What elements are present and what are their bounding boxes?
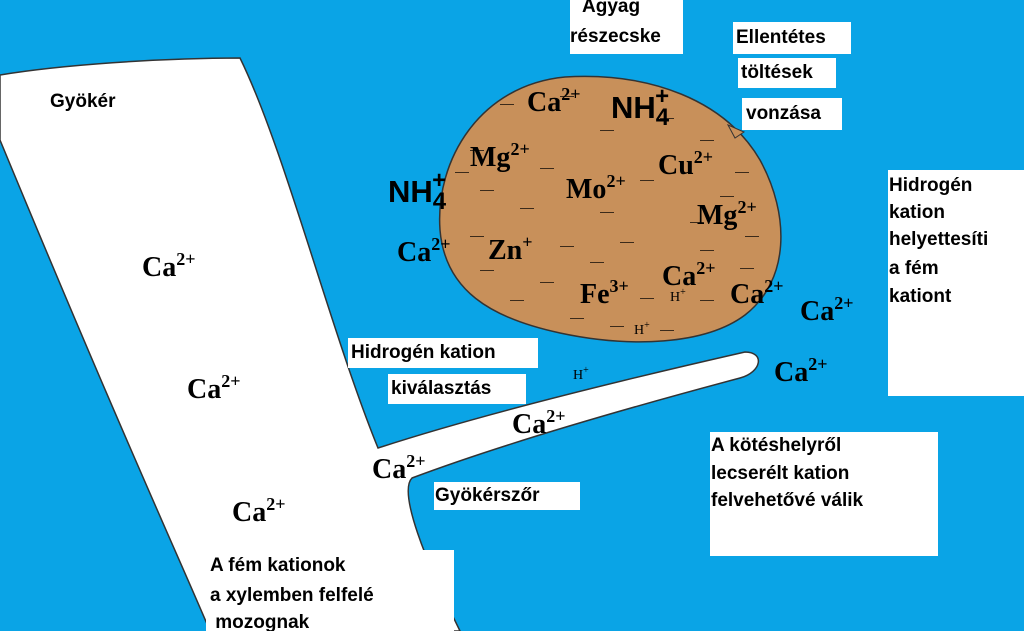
label-gyokerszor: Gyökérszőr bbox=[435, 485, 540, 506]
label-hidrogen-1: Hidrogén bbox=[889, 175, 973, 196]
label-box-hidrogen-kation bbox=[348, 338, 538, 368]
negative-charge-dash bbox=[660, 330, 674, 331]
negative-charge-dash bbox=[600, 130, 614, 131]
label-box-gyokerszor bbox=[434, 482, 580, 510]
ion-ca-right-2: Ca2+ bbox=[800, 293, 854, 327]
negative-charge-dash bbox=[735, 172, 749, 173]
label-box-femkation bbox=[206, 550, 454, 631]
ion-cu-clay: Cu2+ bbox=[658, 147, 714, 181]
negative-charge-dash bbox=[455, 172, 469, 173]
ion-fe-clay: Fe3+ bbox=[580, 276, 629, 310]
negative-charge-dash bbox=[540, 168, 554, 169]
negative-charge-dash bbox=[620, 242, 634, 243]
label-xylemben: a xylemben felfelé bbox=[210, 585, 374, 606]
label-mozognak: mozognak bbox=[210, 612, 310, 631]
ion-nh4-clay: NH4+ bbox=[611, 83, 670, 131]
negative-charge-dash bbox=[510, 300, 524, 301]
label-box-ellentetes bbox=[733, 22, 851, 54]
negative-charge-dash bbox=[700, 300, 714, 301]
negative-charge-dash bbox=[640, 180, 654, 181]
negative-charge-dash bbox=[660, 118, 674, 119]
label-lecserelt: lecserélt kation bbox=[711, 463, 850, 484]
negative-charge-dash bbox=[640, 298, 654, 299]
negative-charge-dash bbox=[745, 236, 759, 237]
ion-mg-clay-right: Mg2+ bbox=[697, 197, 757, 231]
negative-charge-dash bbox=[600, 212, 614, 213]
label-box-toltesek bbox=[738, 58, 836, 88]
ion-mg-clay-left: Mg2+ bbox=[470, 139, 530, 173]
ion-nh4-left: NH4+ bbox=[388, 167, 447, 215]
label-helyettesiti: helyettesíti bbox=[889, 229, 989, 250]
negative-charge-dash bbox=[470, 150, 484, 151]
ion-h-clay-2: H+ bbox=[634, 320, 650, 339]
ion-ca-root-1: Ca2+ bbox=[142, 249, 196, 283]
label-box-agyag bbox=[570, 0, 683, 54]
ion-ca-right-3: Ca2+ bbox=[774, 354, 828, 388]
negative-charge-dash bbox=[480, 190, 494, 191]
ion-ca-junction: Ca2+ bbox=[372, 451, 426, 485]
ion-mo-clay: Mo2+ bbox=[566, 171, 626, 205]
label-felvehetove: felvehetővé válik bbox=[711, 490, 864, 511]
ion-h-free: H+ bbox=[573, 365, 589, 384]
negative-charge-dash bbox=[500, 104, 514, 105]
label-gyoker: Gyökér bbox=[50, 91, 116, 112]
ion-ca-left-of-clay: Ca2+ bbox=[397, 234, 451, 268]
clay-notch bbox=[726, 123, 746, 139]
label-hidrogen-kation: Hidrogén kation bbox=[351, 342, 496, 363]
ion-h-clay-1: H+ bbox=[670, 287, 686, 306]
ion-ca-right-1: Ca2+ bbox=[730, 276, 784, 310]
negative-charge-dash bbox=[520, 208, 534, 209]
negative-charge-dash bbox=[720, 196, 734, 197]
negative-charge-dash bbox=[700, 250, 714, 251]
label-box-kotes bbox=[710, 432, 938, 556]
negative-charge-dash bbox=[740, 268, 754, 269]
negative-charge-dash bbox=[560, 246, 574, 247]
label-reszecske: részecske bbox=[570, 26, 661, 47]
label-box-hidrogen-helyettesiti bbox=[888, 170, 1024, 396]
ion-ca-clay-top: Ca2+ bbox=[527, 84, 581, 118]
ion-ca-root-2: Ca2+ bbox=[187, 371, 241, 405]
negative-charge-dash bbox=[610, 326, 624, 327]
label-box-vonzasa bbox=[742, 98, 842, 130]
label-box-kivalasztas bbox=[388, 374, 526, 404]
ion-ca-clay-bottom: Ca2+ bbox=[662, 258, 716, 292]
negative-charge-dash bbox=[700, 140, 714, 141]
label-kation-1: kation bbox=[889, 202, 945, 223]
label-vonzasa: vonzása bbox=[746, 103, 821, 124]
label-agyag: Agyag bbox=[582, 0, 641, 17]
negative-charge-dash bbox=[590, 262, 604, 263]
label-kationt: kationt bbox=[889, 286, 952, 307]
negative-charge-dash bbox=[560, 96, 574, 97]
negative-charge-dash bbox=[570, 318, 584, 319]
label-toltesek: töltések bbox=[741, 62, 813, 83]
root-shape bbox=[0, 57, 759, 631]
ion-ca-roothair: Ca2+ bbox=[512, 406, 566, 440]
label-kivalasztas: kiválasztás bbox=[391, 378, 492, 399]
negative-charge-dash bbox=[690, 222, 704, 223]
label-koteshelyrol: A kötéshelyről bbox=[711, 435, 842, 456]
negative-charge-dash bbox=[540, 282, 554, 283]
ion-zn-clay: Zn+ bbox=[488, 232, 533, 266]
negative-charge-dash bbox=[480, 270, 494, 271]
ion-ca-root-3: Ca2+ bbox=[232, 494, 286, 528]
label-a-fem: a fém bbox=[889, 258, 939, 279]
label-fem-kationok: A fém kationok bbox=[210, 555, 346, 576]
label-ellentetes: Ellentétes bbox=[736, 27, 826, 48]
negative-charge-dash bbox=[470, 236, 484, 237]
